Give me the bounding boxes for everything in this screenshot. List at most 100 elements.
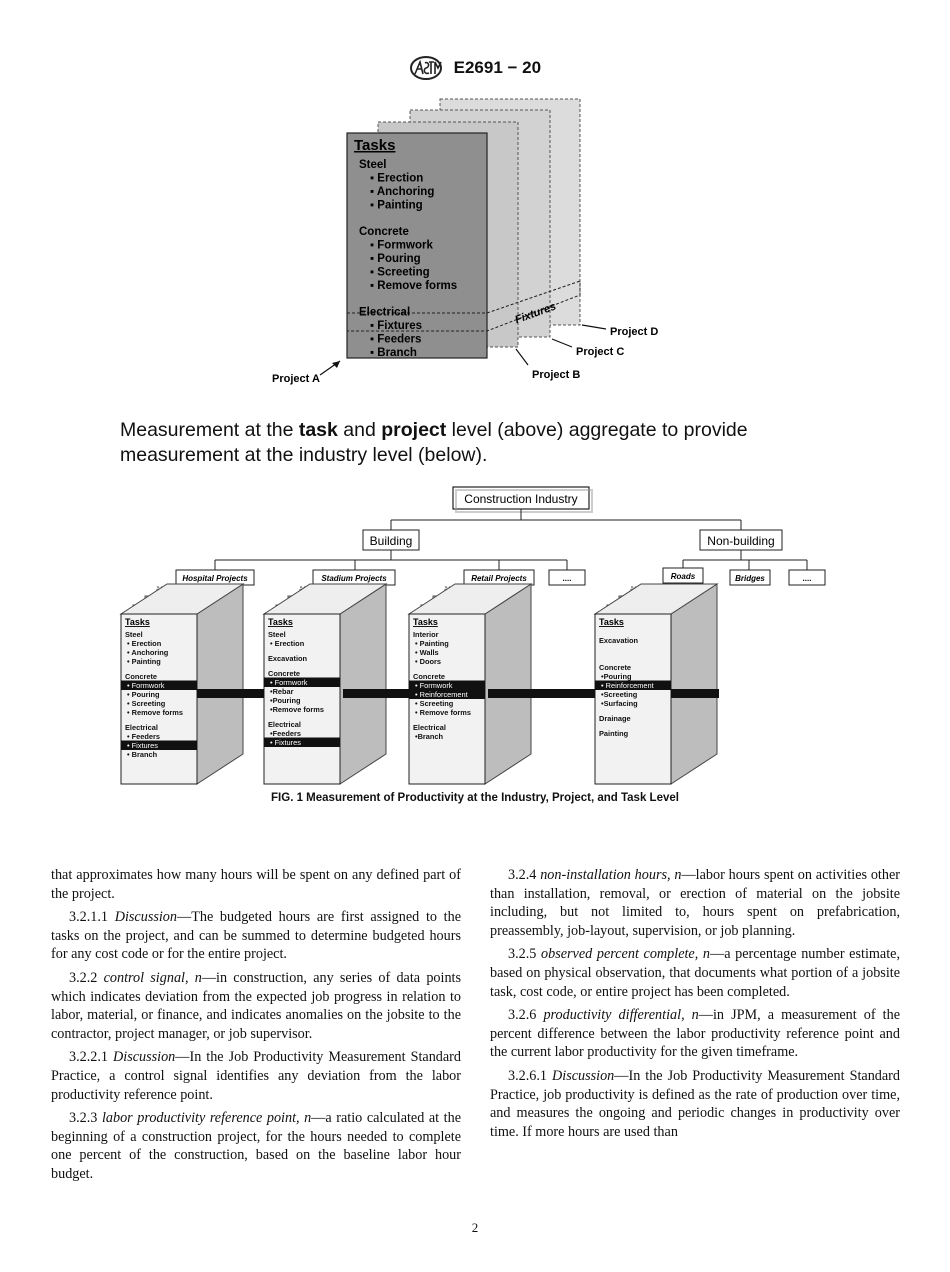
defined-term: non-installation hours, n: [540, 867, 682, 883]
stack-task-line: Concrete: [413, 672, 445, 681]
task-item: ▪ Fixtures: [370, 320, 422, 332]
highlight-band: [264, 737, 340, 747]
section-number: 3.2.4: [508, 867, 541, 883]
stadium-projects-node: Stadium Projects: [321, 574, 387, 583]
stack-task-line: Electrical: [125, 723, 158, 732]
highlight-band: [409, 689, 485, 699]
definition-paragraph: 3.2.6.1 Discussion—In the Job Productivi…: [490, 1067, 900, 1141]
task-group-steel: Steel: [359, 159, 387, 171]
connecting-band: [671, 689, 719, 698]
section-number: 3.2.1.1: [69, 909, 115, 926]
definition-paragraph: 3.2.4 non-installation hours, n—labor ho…: [490, 866, 900, 940]
stack-task-line: • Doors: [415, 657, 441, 666]
stack-task-line: Steel: [125, 630, 143, 639]
roads-node: Roads: [671, 572, 696, 581]
project-d-label: Project D: [610, 326, 658, 338]
stack-task-line: Electrical: [268, 720, 301, 729]
definition-paragraph: 3.2.2 control signal, n—in construction,…: [51, 969, 461, 1043]
stack-tasks-title: Tasks: [413, 617, 438, 627]
stack-task-line: • Branch: [127, 750, 158, 759]
stack-task-line: • Formwork: [270, 678, 308, 687]
task-item: ▪ Feeders: [370, 334, 421, 346]
task-group-electrical: Electrical: [359, 307, 410, 319]
stack-task-line: •Screeting: [601, 690, 638, 699]
definition-text: —labor hours spent on activities other t…: [490, 867, 900, 939]
section-number: 3.2.2: [69, 969, 104, 986]
stack-task-line: •Remove forms: [270, 705, 324, 714]
defined-term: control signal, n: [103, 969, 202, 986]
definition-paragraph: that approximates how many hours will be…: [51, 866, 461, 903]
connecting-band: [197, 689, 264, 698]
stack-task-line: •Surfacing: [601, 699, 638, 708]
task-item: ▪ Branch: [370, 347, 417, 359]
page-number: 2: [471, 1220, 479, 1235]
stack-task-line: •Branch: [415, 732, 444, 741]
highlight-band: [409, 680, 485, 690]
figure-caption: FIG. 1 Measurement of Productivity at th…: [271, 792, 679, 804]
definition-paragraph: 3.2.1.1 Discussion—The budgeted hours ar…: [51, 908, 461, 964]
stack-side: [670, 583, 718, 785]
root-node: Construction Industry: [464, 492, 577, 506]
stack-task-line: Steel: [268, 630, 286, 639]
definition-text: —In the Job Productivity Measurement Sta…: [490, 1067, 901, 1140]
stack-task-line: • Formwork: [415, 681, 453, 690]
stack-front: [120, 613, 198, 785]
definition-paragraph: 3.2.2.1 Discussion—In the Job Productivi…: [51, 1048, 461, 1104]
right-column: 3.2.4 non-installation hours, n—labor ho…: [490, 866, 900, 1146]
stack-task-line: • Painting: [127, 657, 161, 666]
section-number: 3.2.3: [69, 1110, 102, 1127]
definition-paragraph: 3.2.3 labor productivity reference point…: [51, 1109, 461, 1183]
project-b-label: Project B: [532, 369, 580, 381]
task-item: ▪ Painting: [370, 200, 423, 212]
stack-side: [196, 583, 244, 785]
task-group-concrete: Concrete: [359, 226, 409, 238]
task-item: ▪ Formwork: [370, 240, 433, 252]
stack-task-line: • Formwork: [127, 681, 165, 690]
standard-designation: E2691 − 20: [453, 58, 542, 77]
stack-front: [263, 613, 341, 785]
stack-task-line: • Walls: [415, 648, 439, 657]
stack-task-line: •Rebar: [270, 687, 294, 696]
stack-task-line: • Remove forms: [415, 708, 471, 717]
caption-bold-task: task: [298, 419, 338, 441]
highlight-band: [264, 677, 340, 687]
highlight-band: [595, 680, 671, 690]
stack-front: [594, 613, 672, 785]
task-item: ▪ Erection: [370, 173, 423, 185]
stack-task-line: • Painting: [415, 639, 449, 648]
section-number: 3.2.5: [508, 946, 542, 963]
connecting-band: [343, 689, 409, 698]
definition-text: —in construction, any series of data poi…: [51, 969, 462, 1042]
stack-task-line: Painting: [599, 729, 629, 738]
stack-task-line: • Fixtures: [270, 738, 301, 747]
nonbuilding-node: Non-building: [707, 534, 774, 548]
connecting-band: [488, 689, 595, 698]
highlight-band: [121, 680, 197, 690]
caption-text: and: [337, 419, 382, 441]
stack-task-line: Interior: [413, 630, 439, 639]
definition-text: —in JPM, a measurement of the percent di…: [490, 1007, 900, 1061]
more-nonbuilding-node: ....: [803, 574, 812, 583]
stack-tasks-title: Tasks: [268, 617, 293, 627]
page-header: E2691 − 20: [0, 56, 950, 80]
section-number: 3.2.6.1: [508, 1067, 552, 1084]
definition-paragraph: 3.2.6 productivity differential, n—in JP…: [490, 1006, 900, 1062]
project-task-figure: Fixtures Tasks Steel▪ Erection▪ Anchorin…: [272, 98, 658, 385]
stack-task-line: •Pouring: [601, 672, 632, 681]
stack-task-line: •Pouring: [270, 696, 301, 705]
left-column: that approximates how many hours will be…: [51, 866, 461, 1189]
stack-side: [339, 583, 387, 785]
industry-hierarchy-figure: Construction Industry Building Non-build…: [119, 486, 826, 785]
stack-side: [484, 583, 532, 785]
task-item: ▪ Remove forms: [370, 280, 457, 292]
stack-task-line: • Erection: [127, 639, 162, 648]
stack-task-line: Excavation: [268, 654, 308, 663]
section-number: 3.2.2.1: [69, 1049, 113, 1066]
stack-task-line: • Reinforcement: [601, 681, 654, 690]
retail-projects-node: Retail Projects: [471, 574, 527, 583]
definition-text: that approximates how many hours will be…: [51, 867, 461, 902]
